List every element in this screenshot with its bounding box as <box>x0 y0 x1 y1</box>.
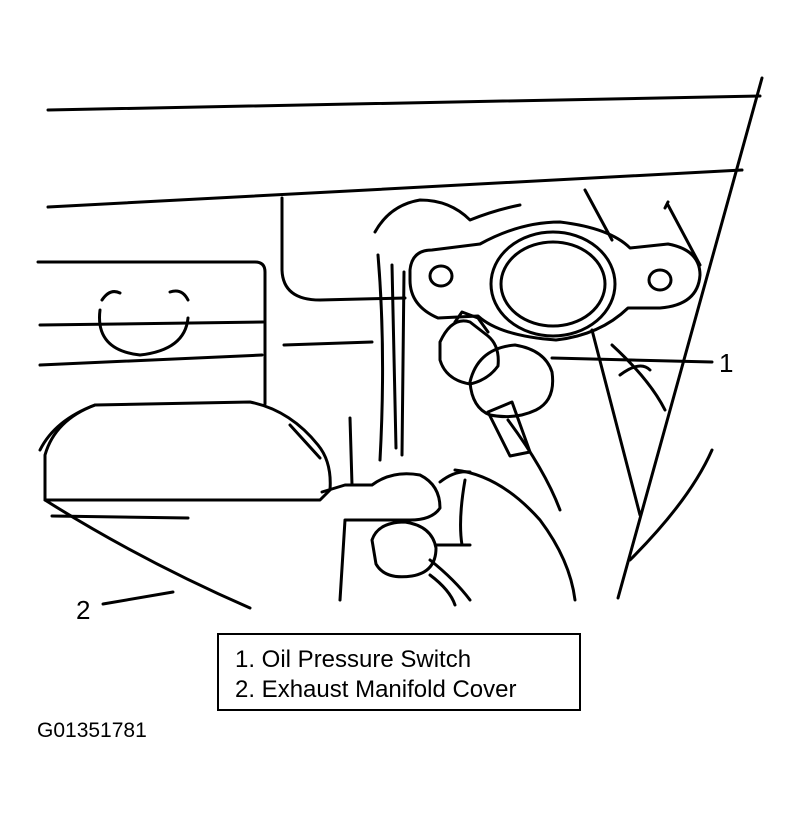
lower-tube <box>348 416 354 487</box>
flange-bolt-hole-left <box>428 264 454 288</box>
legend-box: 1. Oil Pressure Switch 2. Exhaust Manifo… <box>217 633 581 711</box>
pipe-column-right <box>400 270 406 457</box>
switch-neck <box>453 310 490 334</box>
oil-pressure-switch-terminal <box>486 400 532 458</box>
left-block-line-lower <box>38 353 264 367</box>
center-body-curve <box>506 418 562 512</box>
left-round-boss <box>98 289 190 357</box>
callout-2-leader <box>101 590 175 606</box>
housing-mid-line <box>282 340 374 347</box>
manifold-cover-outline <box>43 400 332 502</box>
lower-bracket <box>320 472 442 602</box>
callout-1-leader <box>550 356 714 364</box>
manifold-cover-ridge <box>288 423 322 460</box>
left-block-line <box>38 320 265 327</box>
lower-connector <box>370 520 438 579</box>
flange-outline <box>408 220 702 342</box>
flange-port-inner <box>499 240 607 328</box>
right-lower-curve <box>628 448 714 562</box>
pipe-column-left <box>376 253 385 462</box>
right-body-curve <box>610 343 667 412</box>
right-body-line <box>590 328 642 517</box>
housing-upper-contour <box>373 198 522 234</box>
right-edge-line <box>616 76 764 600</box>
flange-bolt-hole-right <box>647 268 673 292</box>
legend-item-oil-pressure-switch: 1. Oil Pressure Switch <box>235 646 472 673</box>
left-block-outline <box>36 260 267 406</box>
manifold-cover-edge <box>50 514 190 520</box>
flange-upper-ribs <box>583 188 702 267</box>
housing-front-edge <box>280 196 407 302</box>
top-edge-line <box>46 94 762 112</box>
legend-item-exhaust-manifold-cover: 2. Exhaust Manifold Cover <box>235 676 517 703</box>
flange-port-outer <box>489 230 617 338</box>
figure-id: G01351781 <box>37 719 147 742</box>
manifold-cover-outer-arc <box>38 403 97 452</box>
callout-2-label: 2 <box>76 595 91 625</box>
pipe-column-inner <box>390 263 398 450</box>
lower-housing-curve <box>453 468 577 602</box>
upper-ledge-line <box>46 168 744 209</box>
callout-1-label: 1 <box>719 348 734 378</box>
oil-pressure-switch-body <box>438 319 500 386</box>
lower-hose <box>428 543 472 607</box>
lower-housing-curve-inner <box>438 470 472 547</box>
